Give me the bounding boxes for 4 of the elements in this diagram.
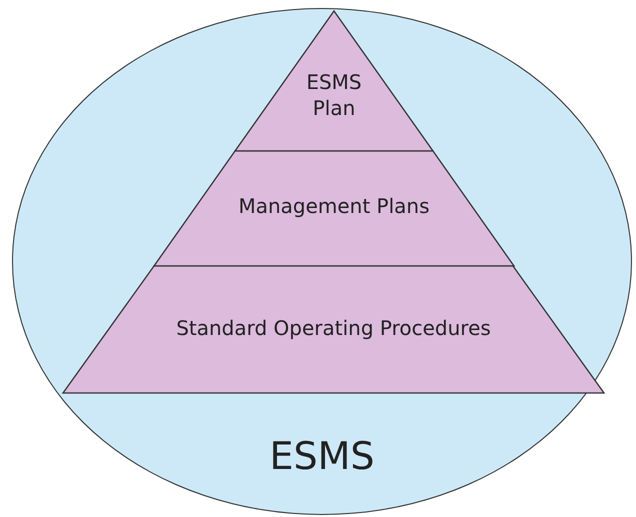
tier-label: Management Plans xyxy=(238,194,430,218)
title-label: ESMS xyxy=(269,434,375,478)
tier-label: ESMS Plan xyxy=(305,69,363,121)
tier-label: Standard Operating Procedures xyxy=(176,316,491,340)
